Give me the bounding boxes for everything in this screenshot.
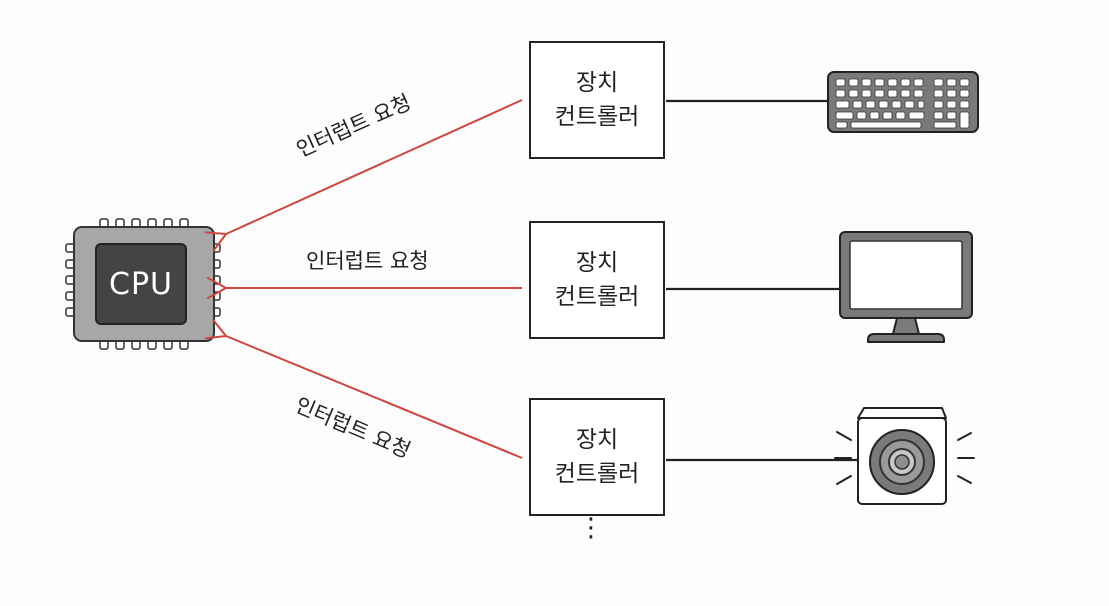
controller-label-line1: 장치 <box>575 250 619 276</box>
interrupt-request-label-2: 인터럽트 요청 <box>306 249 429 273</box>
interrupt-arrow-3 <box>204 318 523 459</box>
cpu-core <box>95 243 187 325</box>
device-controller-keyboard: 장치 컨트롤러 <box>529 41 665 159</box>
cpu-label: CPU <box>109 266 173 302</box>
speaker-icon <box>834 407 975 505</box>
cpu-chip <box>65 218 221 350</box>
more-controllers-indicator: ⋮ <box>578 513 604 543</box>
device-controller-monitor: 장치 컨트롤러 <box>529 221 665 339</box>
controller-label-line2: 컨트롤러 <box>554 461 640 487</box>
controller-label-line1: 장치 <box>575 427 619 453</box>
controller-label-line1: 장치 <box>575 70 619 96</box>
controller-label-line2: 컨트롤러 <box>554 284 640 310</box>
interrupt-arrow-1 <box>204 99 523 252</box>
device-controller-speaker: 장치 컨트롤러 <box>529 398 665 516</box>
keyboard-icon <box>827 71 979 133</box>
controller-label-line2: 컨트롤러 <box>554 104 640 130</box>
monitor-icon <box>839 231 973 343</box>
